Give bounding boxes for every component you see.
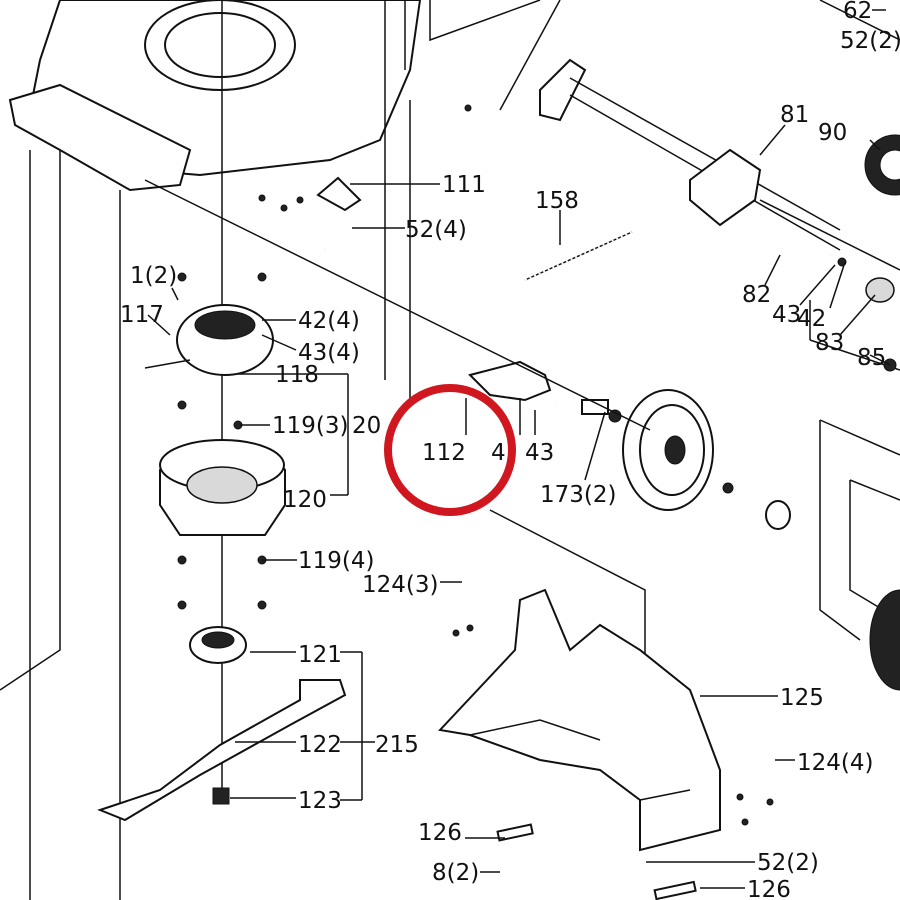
label-8-2: 8(2) (432, 860, 479, 886)
label-90: 90 (818, 120, 847, 146)
cable-clip (316, 176, 362, 212)
label-117: 117 (120, 302, 164, 328)
label-118: 118 (275, 362, 319, 388)
label-82: 82 (742, 282, 771, 308)
label-85: 85 (857, 345, 886, 371)
label-125: 125 (780, 685, 824, 711)
label-62: 62 (843, 0, 872, 24)
label-83: 83 (815, 330, 844, 356)
label-43: 43 (525, 440, 554, 466)
label-121: 121 (298, 642, 342, 668)
label-1-2: 1(2) (130, 263, 177, 289)
spring (524, 210, 633, 281)
frame-line (144, 179, 651, 431)
label-52-2-top: 52(2) (840, 28, 900, 54)
motor-housing (159, 439, 286, 536)
label-126-b: 126 (747, 877, 791, 900)
callout-labels: 62 52(2) 81 90 111 158 52(4) 1(2) 117 42… (120, 0, 900, 900)
grass-chute (437, 588, 774, 852)
label-124-4: 124(4) (797, 750, 873, 776)
label-119-3: 119(3) (272, 413, 348, 439)
frame-line (489, 509, 646, 670)
blade (97, 679, 347, 822)
label-81: 81 (780, 102, 809, 128)
label-42b: 42 (797, 306, 826, 332)
label-124-3: 124(3) (362, 572, 438, 598)
rear-wheel (581, 389, 791, 530)
right-frame (819, 419, 900, 691)
label-120: 120 (283, 487, 327, 513)
screws (177, 104, 472, 610)
fan (189, 626, 247, 664)
label-112: 112 (422, 440, 466, 466)
link-rod (324, 248, 552, 402)
gear-90 (864, 134, 900, 196)
label-122: 122 (298, 732, 342, 758)
label-20: 20 (352, 413, 381, 439)
height-adjuster (404, 0, 900, 371)
label-43-4: 43(4) (298, 340, 360, 366)
blade-bolt (212, 787, 230, 805)
label-158: 158 (535, 188, 579, 214)
label-123: 123 (298, 788, 342, 814)
motor (144, 304, 274, 376)
label-215: 215 (375, 732, 419, 758)
label-111: 111 (442, 172, 486, 198)
label-52-2-bottom: 52(2) (757, 850, 819, 876)
pin-126-lower (653, 880, 697, 900)
pin-126 (496, 823, 534, 842)
mower-deck (0, 0, 422, 900)
label-126-a: 126 (418, 820, 462, 846)
label-43b: 43 (772, 302, 801, 328)
label-4: 4 (491, 440, 506, 466)
leader-lines (147, 9, 891, 889)
label-42-4: 42(4) (298, 308, 360, 334)
label-173-2: 173(2) (540, 482, 616, 508)
label-52-4: 52(4) (405, 217, 467, 243)
axle-rod (552, 232, 832, 407)
highlight-circle (384, 384, 516, 516)
label-119-4: 119(4) (298, 548, 374, 574)
